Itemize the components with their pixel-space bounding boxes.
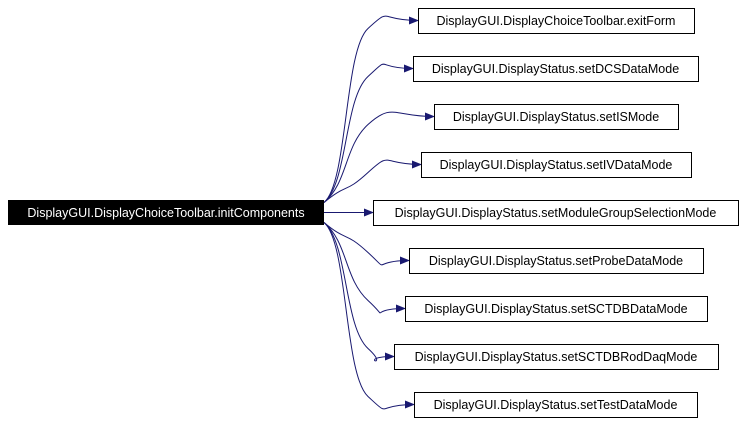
callee-node-label: DisplayGUI.DisplayStatus.setSCTDBDataMod… xyxy=(424,302,687,316)
callee-node[interactable]: DisplayGUI.DisplayStatus.setSCTDBRodDaqM… xyxy=(394,344,719,370)
callee-node-box[interactable] xyxy=(394,344,719,370)
callee-node[interactable]: DisplayGUI.DisplayStatus.setModuleGroupS… xyxy=(373,200,739,226)
callee-node[interactable]: DisplayGUI.DisplayChoiceToolbar.exitForm xyxy=(418,8,695,34)
callee-node-box[interactable] xyxy=(405,296,708,322)
callee-node-label: DisplayGUI.DisplayStatus.setSCTDBRodDaqM… xyxy=(415,350,698,364)
callee-node-label: DisplayGUI.DisplayStatus.setTestDataMode xyxy=(434,398,678,412)
callee-node[interactable]: DisplayGUI.DisplayStatus.setSCTDBDataMod… xyxy=(405,296,708,322)
callee-node[interactable]: DisplayGUI.DisplayStatus.setProbeDataMod… xyxy=(409,248,704,274)
callee-node-box[interactable] xyxy=(373,200,739,226)
call-edge xyxy=(323,222,406,314)
edges xyxy=(323,15,435,410)
callee-node-box[interactable] xyxy=(421,152,692,178)
callee-nodes: DisplayGUI.DisplayChoiceToolbar.exitForm… xyxy=(373,8,739,418)
call-edge xyxy=(323,222,395,362)
callee-node-box[interactable] xyxy=(434,104,679,130)
callee-node-label: DisplayGUI.DisplayChoiceToolbar.exitForm xyxy=(437,14,676,28)
root-node-box[interactable] xyxy=(8,200,324,225)
call-edge xyxy=(323,222,415,410)
callee-node-label: DisplayGUI.DisplayStatus.setProbeDataMod… xyxy=(429,254,683,268)
callee-node-label: DisplayGUI.DisplayStatus.setModuleGroupS… xyxy=(395,206,717,220)
callee-node-box[interactable] xyxy=(414,392,698,418)
call-edge xyxy=(323,63,414,203)
callee-node-label: DisplayGUI.DisplayStatus.setISMode xyxy=(453,110,659,124)
callee-node-box[interactable] xyxy=(418,8,695,34)
callee-node[interactable]: DisplayGUI.DisplayStatus.setTestDataMode xyxy=(414,392,698,418)
callee-node[interactable]: DisplayGUI.DisplayStatus.setDCSDataMode xyxy=(413,56,699,82)
callee-node[interactable]: DisplayGUI.DisplayStatus.setIVDataMode xyxy=(421,152,692,178)
callee-node-box[interactable] xyxy=(409,248,704,274)
root-node-label: DisplayGUI.DisplayChoiceToolbar.initComp… xyxy=(27,206,304,220)
callee-node-label: DisplayGUI.DisplayStatus.setIVDataMode xyxy=(440,158,673,172)
root-node[interactable]: DisplayGUI.DisplayChoiceToolbar.initComp… xyxy=(8,200,324,225)
callee-node[interactable]: DisplayGUI.DisplayStatus.setISMode xyxy=(434,104,679,130)
callee-node-box[interactable] xyxy=(413,56,699,82)
call-edge xyxy=(323,15,419,203)
call-edge xyxy=(323,159,422,203)
callee-node-label: DisplayGUI.DisplayStatus.setDCSDataMode xyxy=(432,62,679,76)
call-edge xyxy=(323,111,435,203)
call-edge xyxy=(323,222,410,266)
